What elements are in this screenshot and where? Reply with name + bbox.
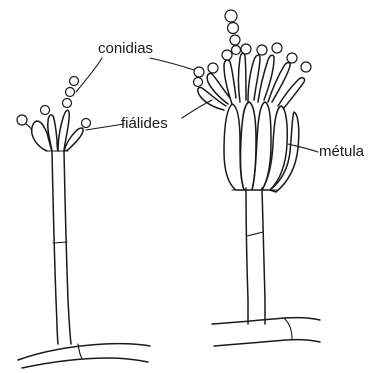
left-conidium-4: [66, 88, 75, 97]
label-metula: métula: [319, 144, 364, 159]
leader-metula: [288, 144, 318, 152]
label-conidias: conidias: [98, 41, 153, 56]
right-substrate-hypha: [212, 318, 320, 324]
left-conidium-3: [63, 99, 72, 108]
left-conidium-5: [70, 77, 79, 86]
label-fialides: fiálides: [121, 116, 168, 131]
right-conidium-7: [222, 50, 232, 60]
left-conidium-2: [41, 106, 50, 115]
leader-fialides-right: [182, 100, 212, 118]
left-stipe: [52, 151, 58, 344]
right-phialide-3: [239, 53, 247, 102]
leader-conidias-left: [76, 58, 102, 92]
right-phialide-1: [207, 73, 230, 104]
right-conidiophore: [194, 10, 321, 346]
right-conidium-6: [208, 63, 218, 73]
right-phialide-6: [268, 63, 290, 102]
right-stipe: [246, 188, 248, 324]
right-conidium-11: [287, 53, 297, 63]
right-conidium-2: [228, 23, 239, 34]
right-substrate-hypha-lower: [214, 340, 320, 346]
right-conidium-10: [272, 43, 282, 53]
right-phialide-4: [248, 55, 260, 102]
leader-conidias-right: [150, 58, 194, 70]
left-phialide-2: [48, 115, 58, 151]
right-conidium-5: [194, 67, 204, 77]
left-conidium-1: [17, 115, 27, 125]
leader-fialides-left: [86, 124, 124, 130]
right-conidium-13: [194, 78, 203, 87]
left-conidium-6: [82, 119, 91, 128]
left-substrate-hypha: [18, 344, 150, 360]
right-conidium-1: [225, 10, 237, 22]
right-conidium-9: [257, 45, 267, 55]
left-phialide-3: [58, 110, 69, 151]
right-conidium-12: [301, 62, 311, 72]
right-phialide-2: [224, 60, 236, 104]
right-conidium-3: [230, 35, 240, 45]
right-conidium-4: [232, 46, 241, 55]
right-metula-4: [262, 106, 287, 190]
left-substrate-hypha-lower: [22, 358, 148, 368]
right-conidium-8: [241, 44, 251, 54]
